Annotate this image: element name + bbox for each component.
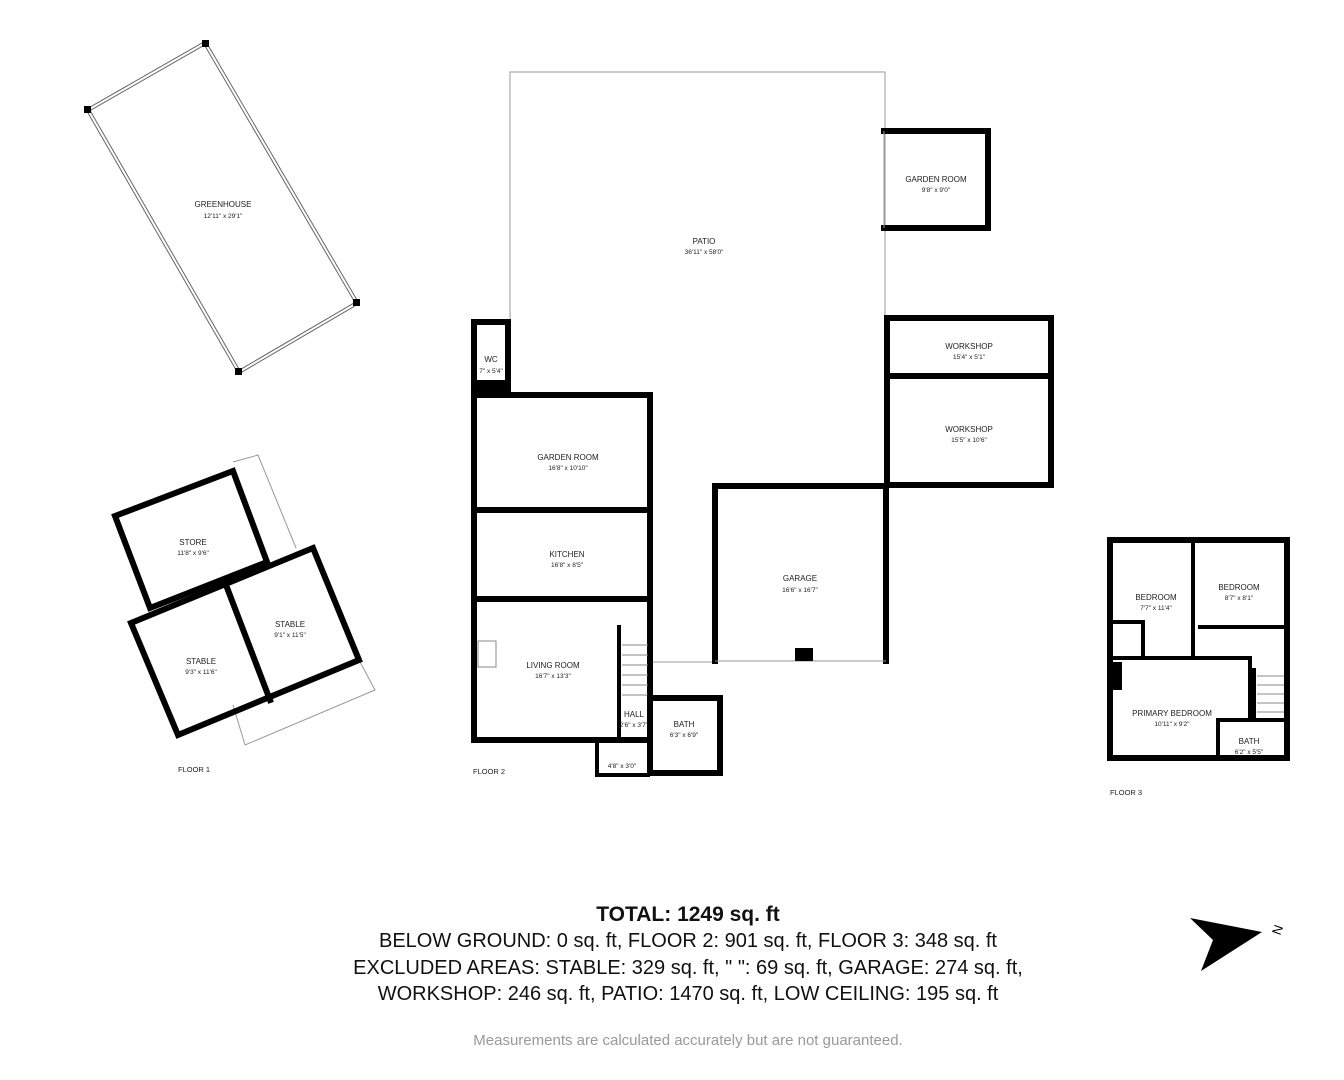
room-label: STABLE (275, 620, 305, 629)
greenhouse: GREENHOUSE 12'11" x 29'1" (84, 40, 360, 375)
room-dimensions: 16'8" x 10'10" (548, 465, 588, 472)
room-dimensions: 9'8" x 9'0" (922, 187, 951, 194)
room-label: HALL (624, 710, 645, 719)
area-summary-line: EXCLUDED AREAS: STABLE: 329 sq. ft, " ":… (353, 957, 1023, 979)
room-label: BATH (1239, 737, 1260, 746)
room-label: GARDEN ROOM (905, 175, 967, 184)
area-summary-line: BELOW GROUND: 0 sq. ft, FLOOR 2: 901 sq.… (379, 930, 997, 952)
room-dimensions: 2'6" x 3'7" (620, 722, 649, 729)
room-dimensions: 15'5" x 10'6" (951, 437, 987, 444)
disclaimer: Measurements are calculated accurately b… (473, 1032, 903, 1049)
room-label: GARAGE (783, 574, 817, 583)
room-dimensions: 16'8" x 8'5" (551, 562, 584, 569)
room-dimensions: 11'8" x 9'6" (177, 550, 209, 557)
room-label: BEDROOM (1135, 593, 1177, 602)
room-dimensions: 4'8" x 3'0" (608, 763, 637, 770)
room-dimensions: 9'1" x 11'5" (274, 632, 306, 639)
room-dimensions: 12'11" x 29'1" (204, 213, 243, 220)
total-area: TOTAL: 1249 sq. ft (596, 903, 780, 926)
floor-label: FLOOR 1 (178, 765, 210, 774)
area-summary-line: WORKSHOP: 246 sq. ft, PATIO: 1470 sq. ft… (377, 983, 999, 1005)
room-dimensions: 16'7" x 13'3" (535, 673, 571, 680)
room-dimensions: 9'3" x 11'6" (185, 669, 217, 676)
room-label: PRIMARY BEDROOM (1132, 709, 1212, 718)
room-label: STORE (179, 538, 206, 547)
floor-1-plan: STORE 11'8" x 9'6" STABLE 9'1" x 11'5" S… (111, 454, 376, 774)
room-label: GARDEN ROOM (537, 453, 599, 462)
room-label: BATH (674, 720, 695, 729)
room-dimensions: 6'3" x 6'9" (670, 732, 699, 739)
room-dimensions: 15'4" x 5'1" (953, 354, 986, 361)
floor-label: FLOOR 2 (473, 767, 505, 776)
room-label: WC (484, 355, 498, 364)
room-dimensions: 7'7" x 11'4" (1140, 605, 1172, 612)
floor-2-plan: PATIO 36'11" x 58'0" GARDEN ROOM 9'8" x … (471, 71, 1054, 777)
room-dimensions: 36'11" x 58'0" (685, 249, 724, 256)
floor-3-plan: BEDROOM 7'7" x 11'4" BEDROOM 8'7" x 8'1"… (1107, 537, 1290, 797)
room-label: LIVING ROOM (526, 661, 580, 670)
room-label: WORKSHOP (945, 425, 993, 434)
room-label: WORKSHOP (945, 342, 993, 351)
room-label: KITCHEN (549, 550, 584, 559)
floor-label: FLOOR 3 (1110, 788, 1142, 797)
room-dimensions: 7" x 5'4" (479, 368, 503, 375)
room-dimensions: 10'11" x 9'2" (1154, 721, 1190, 728)
room-label: PATIO (693, 237, 716, 246)
room-label: BEDROOM (1218, 583, 1260, 592)
room-dimensions: 6'2" x 5'5" (1235, 749, 1264, 756)
room-label: STABLE (186, 657, 216, 666)
room-dimensions: 16'6" x 16'7" (782, 587, 818, 594)
room-label: GREENHOUSE (195, 200, 252, 209)
room-dimensions: 8'7" x 8'1" (1225, 595, 1254, 602)
